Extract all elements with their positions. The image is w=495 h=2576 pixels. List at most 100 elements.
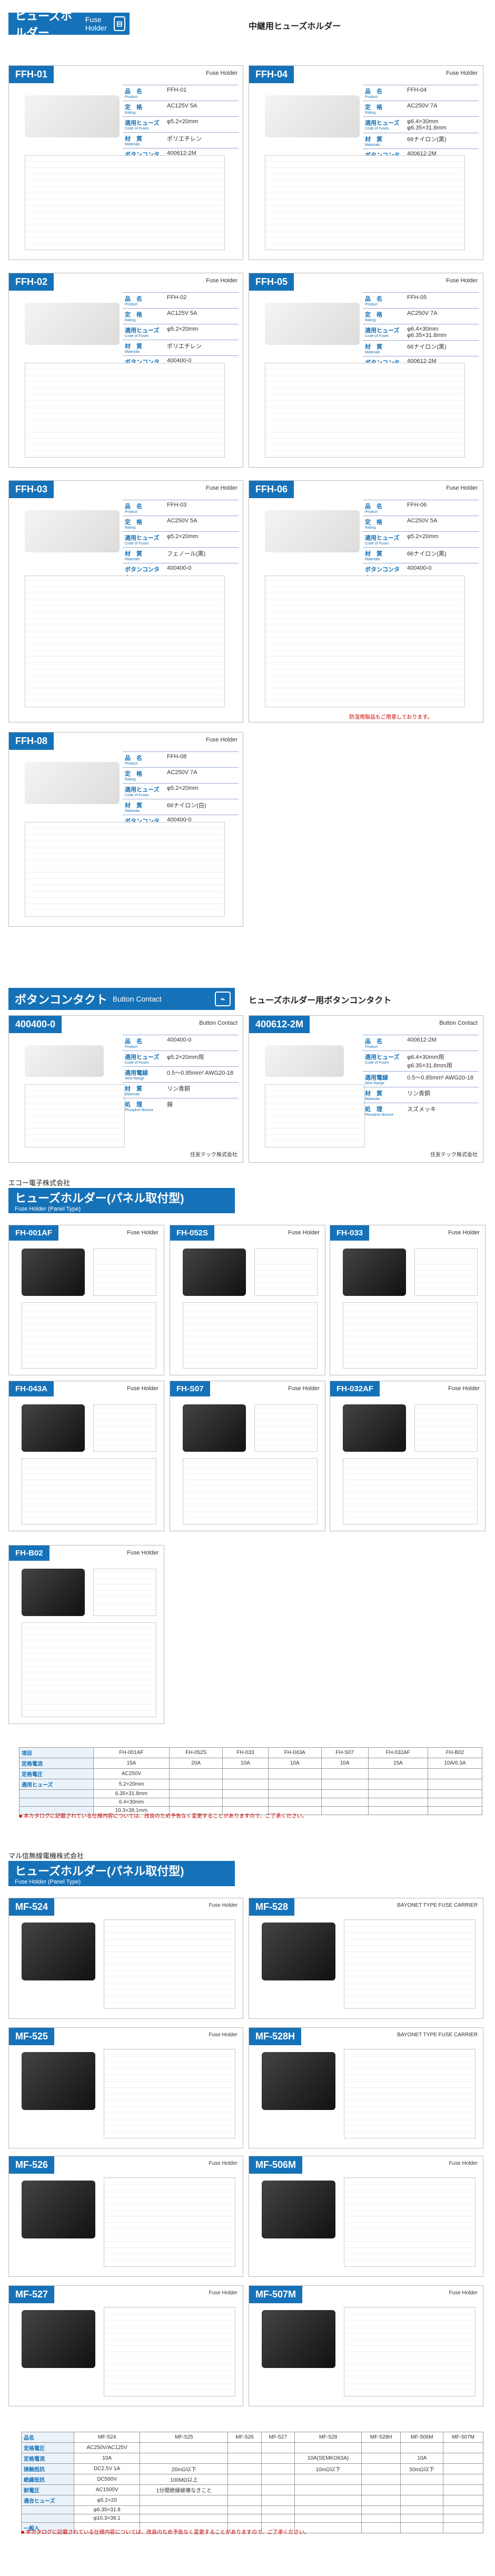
table-cell (227, 2463, 262, 2474)
category-label: Fuse Holder (448, 1230, 480, 1236)
dimension-drawing (22, 1622, 156, 1717)
category-label: Fuse Holder (206, 70, 237, 76)
category-label: Fuse Holder (209, 1903, 237, 1908)
manufacturer: 住友テック株式会社 (190, 1152, 237, 1158)
product-id-label: FH-S07 (170, 1381, 210, 1396)
category-label: Fuse Holder (206, 278, 237, 284)
table-cell: DC2.5V 1A (73, 2463, 141, 2474)
table-cell: 定格電圧 (21, 2442, 74, 2453)
table-header-cell: 品名 (21, 2432, 74, 2443)
table-cell: 6.35×31.8mm (93, 1789, 170, 1798)
table-cell (140, 2495, 229, 2506)
table-header-cell: MF-507M (443, 2432, 483, 2443)
table-cell: 適合ヒューズ (21, 2495, 74, 2506)
category-label: Fuse Holder (209, 2161, 237, 2166)
table-cell (268, 1779, 322, 1790)
table-cell: 15A (368, 1758, 428, 1769)
section-header-panel-holder: ヒューズホルダー(パネル取付型) Fuse Holder (Panel Type… (8, 1188, 235, 1213)
spec-key-jp: 材 質 (125, 802, 142, 809)
table-cell (361, 2474, 401, 2485)
spec-key-en: Wire Range (365, 1082, 384, 1085)
section-subtitle: Fuse Holder (Panel Type) (15, 1206, 81, 1212)
spec-key-en: Product (125, 1045, 138, 1049)
product-photo (22, 1569, 85, 1616)
table-cell (427, 1779, 483, 1790)
product-id-label: MF-506M (249, 2156, 303, 2174)
product-id-label: 400612-2M (249, 1016, 310, 1033)
table-cell (261, 2522, 295, 2533)
dimension-drawing (344, 2307, 476, 2396)
spec-key-en: Code of Fuses (365, 334, 389, 338)
product-photo (25, 95, 120, 137)
spec-key-en: Wire Range (125, 1077, 144, 1081)
spec-key-jp: 材 質 (365, 344, 382, 350)
table-cell (294, 2442, 362, 2453)
product-photo (265, 510, 360, 552)
table-cell: 定格電流 (19, 1758, 94, 1769)
spec-value: FFH-01 (165, 85, 239, 101)
spec-value: 0.5〜0.85mm² AWG20-18 (405, 1071, 479, 1087)
dimension-drawing (183, 1302, 318, 1369)
dimension-drawing (344, 2049, 476, 2138)
spec-key-jp: 適用電線 (365, 1075, 388, 1081)
spec-value: φ5.2×20mm (165, 116, 239, 133)
table-cell (261, 2463, 295, 2474)
table-cell (227, 2495, 262, 2506)
section-subtitle: Fuse Holder (85, 15, 107, 32)
table-cell (268, 1798, 322, 1807)
product-id-label: MF-528H (249, 2028, 302, 2045)
product-photo (343, 1404, 406, 1452)
spec-key-en: Phosphor Bronze (365, 1113, 394, 1117)
spec-key-jp: 適用電線 (125, 1070, 148, 1076)
spec-key-jp: 定 格 (125, 104, 142, 111)
table-cell: AC250V/AC125V (73, 2442, 141, 2453)
moisture-note: 防湿用製品もご用意しております。 (349, 715, 433, 720)
product-id-label: MF-527 (9, 2286, 55, 2303)
spec-value: FFH-03 (165, 500, 239, 516)
spec-key-en: Rating (125, 526, 136, 530)
dimension-drawing (344, 2177, 476, 2267)
dimension-drawing (414, 1404, 478, 1452)
dimension-drawing (104, 2049, 235, 2138)
spec-key-jp: 適用ヒューズ (125, 328, 160, 334)
dimension-drawing (254, 1404, 318, 1452)
spec-key-en: Code of Fuses (125, 334, 149, 338)
section-title: ヒューズホルダー (15, 9, 72, 39)
product-photo (22, 1249, 85, 1296)
table-cell (400, 2484, 444, 2495)
table-cell (294, 2474, 362, 2485)
table-cell (294, 2514, 362, 2523)
spec-value: AC125V 5A (165, 308, 239, 324)
table-header-cell: MF-506M (400, 2432, 444, 2443)
table-row: 10.3×38.1mm (19, 1806, 483, 1815)
category-label: Fuse Holder (449, 2290, 478, 2296)
table-cell (140, 2453, 229, 2464)
spec-value: AC125V 5A (165, 101, 239, 117)
spec-key-en: Code of Fuses (365, 1061, 389, 1065)
section-subtitle: Button Contact (113, 995, 162, 1003)
table-cell (443, 2453, 483, 2464)
spec-key-en: Product (365, 1045, 378, 1049)
spec-value: 66ナイロン(黒) (405, 547, 479, 563)
spec-key-jp: 品 名 (365, 1038, 382, 1045)
table-cell: 適用ヒューズ (19, 1779, 94, 1790)
table-cell (400, 2442, 444, 2453)
table-cell (400, 2522, 444, 2533)
